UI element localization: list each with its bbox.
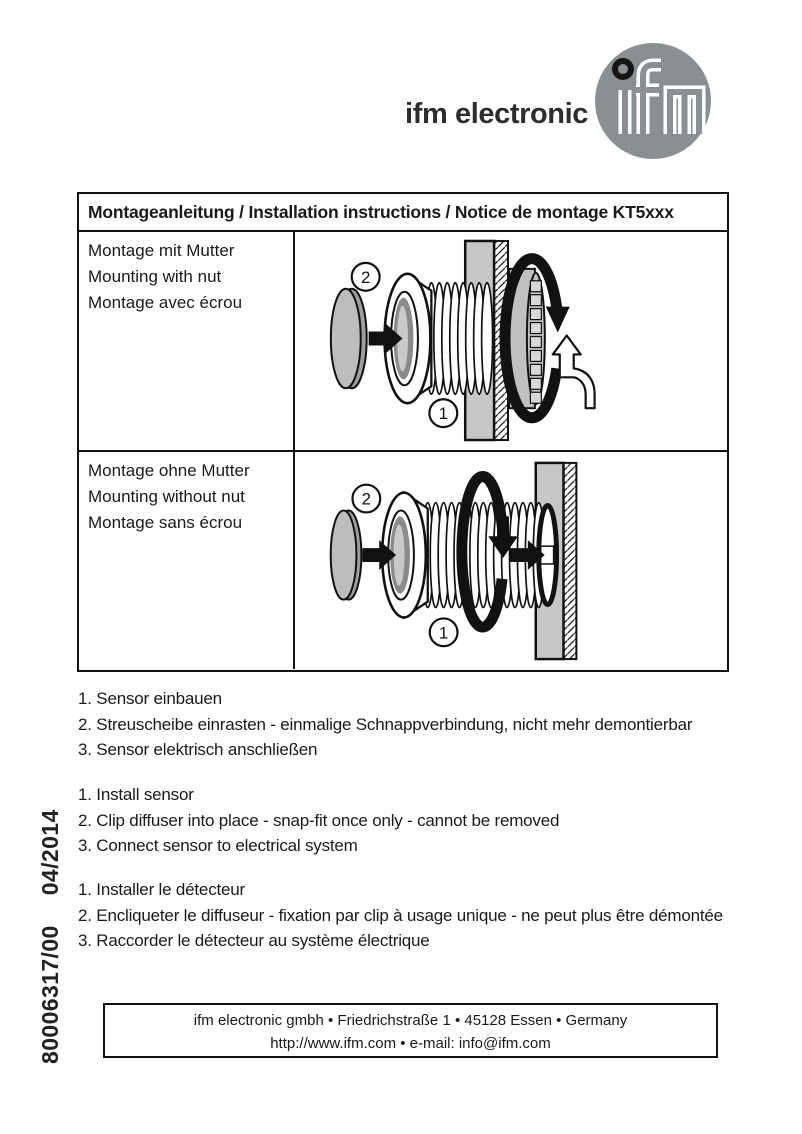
step-2-number: 2 xyxy=(361,268,370,287)
table-header: Montageanleitung / Installation instruct… xyxy=(79,194,727,232)
clip-down-arrow xyxy=(488,515,518,558)
list-item: 2. Clip diffuser into place - snap-fit o… xyxy=(78,810,560,830)
sensor-head xyxy=(380,490,429,620)
figure-mounting-with-nut: 2 1 xyxy=(329,239,596,442)
list-item: 1. Sensor einbauen xyxy=(78,689,222,708)
list-item: 3. Connect sensor to electrical system xyxy=(78,836,358,855)
instructions-german: 1. Sensor einbauen 2. Streuscheibe einra… xyxy=(78,686,693,763)
brand-wordmark: ifm electronic xyxy=(405,98,588,130)
instructions-french: 1. Installer le détecteur 2. Encliqueter… xyxy=(78,877,723,954)
row-label-without-nut: Montage ohne Mutter Mounting without nut… xyxy=(79,451,295,669)
label-en: Mounting without nut xyxy=(88,486,245,506)
step-1-number: 1 xyxy=(439,623,448,642)
row-label-with-nut: Montage mit Mutter Mounting with nut Mon… xyxy=(79,232,295,450)
step-2-callout: 2 xyxy=(350,261,381,292)
push-to-wall-arrow xyxy=(509,539,545,570)
panel-wall-hatch xyxy=(493,239,510,442)
list-item: 1. Install sensor xyxy=(78,785,194,804)
mounting-nut xyxy=(508,267,546,410)
sensor-head xyxy=(383,272,433,405)
label-de: Montage ohne Mutter xyxy=(88,460,250,480)
label-de: Montage mit Mutter xyxy=(88,241,235,260)
figure-cell-with-nut: 2 1 xyxy=(295,232,727,450)
rotate-arrowhead xyxy=(545,306,570,333)
footer-address: ifm electronic gmbh • Friedrichstraße 1 … xyxy=(193,1012,628,1029)
turn-direction-arrow xyxy=(551,334,596,410)
step-1-callout: 1 xyxy=(428,616,459,647)
snap-ring xyxy=(456,470,509,633)
ifm-logo-letters xyxy=(618,58,706,134)
list-item: 2. Streuscheibe einrasten - einmalige Sc… xyxy=(78,714,693,734)
insert-arrow xyxy=(362,539,397,570)
diffuser-disc xyxy=(329,508,363,601)
diffuser-disc xyxy=(329,287,368,390)
step-2-number: 2 xyxy=(362,489,371,508)
instruction-table: Montageanleitung / Installation instruct… xyxy=(77,192,729,672)
sensor-thread xyxy=(425,281,494,396)
instructions-english: 1. Install sensor 2. Clip diffuser into … xyxy=(78,782,559,859)
list-item: 1. Installer le détecteur xyxy=(78,880,245,899)
ifm-logo-icon xyxy=(595,43,711,159)
label-en: Mounting with nut xyxy=(88,267,222,286)
figure-cell-without-nut: 2 1 xyxy=(295,452,727,669)
label-fr: Montage avec écrou xyxy=(88,293,243,312)
list-item: 3. Sensor elektrisch anschließen xyxy=(78,740,318,759)
logo-degree-ring xyxy=(612,58,634,80)
table-row-with-nut: Montage mit Mutter Mounting with nut Mon… xyxy=(79,232,727,452)
panel-wall-hatch xyxy=(562,461,578,660)
table-row-without-nut: Montage ohne Mutter Mounting without nut… xyxy=(79,451,727,669)
doc-number: 80006317/00 xyxy=(37,925,63,1064)
step-1-callout: 1 xyxy=(428,398,459,429)
footer-address-box: ifm electronic gmbh • Friedrichstraße 1 … xyxy=(103,1003,718,1058)
footer-contact: http://www.ifm.com • e-mail: info@ifm.co… xyxy=(270,1035,551,1052)
document-number-sidebar: 80006317/00 04/2014 xyxy=(37,809,64,1064)
list-item: 3. Raccorder le détecteur au système éle… xyxy=(78,931,430,950)
doc-date: 04/2014 xyxy=(37,809,63,896)
step-1-number: 1 xyxy=(439,404,448,423)
insert-arrow xyxy=(368,323,403,354)
list-item: 2. Encliqueter le diffuseur - fixation p… xyxy=(78,905,723,925)
label-fr: Montage sans écrou xyxy=(88,512,243,532)
figure-mounting-without-nut: 2 1 xyxy=(329,461,578,660)
step-2-callout: 2 xyxy=(351,483,382,514)
